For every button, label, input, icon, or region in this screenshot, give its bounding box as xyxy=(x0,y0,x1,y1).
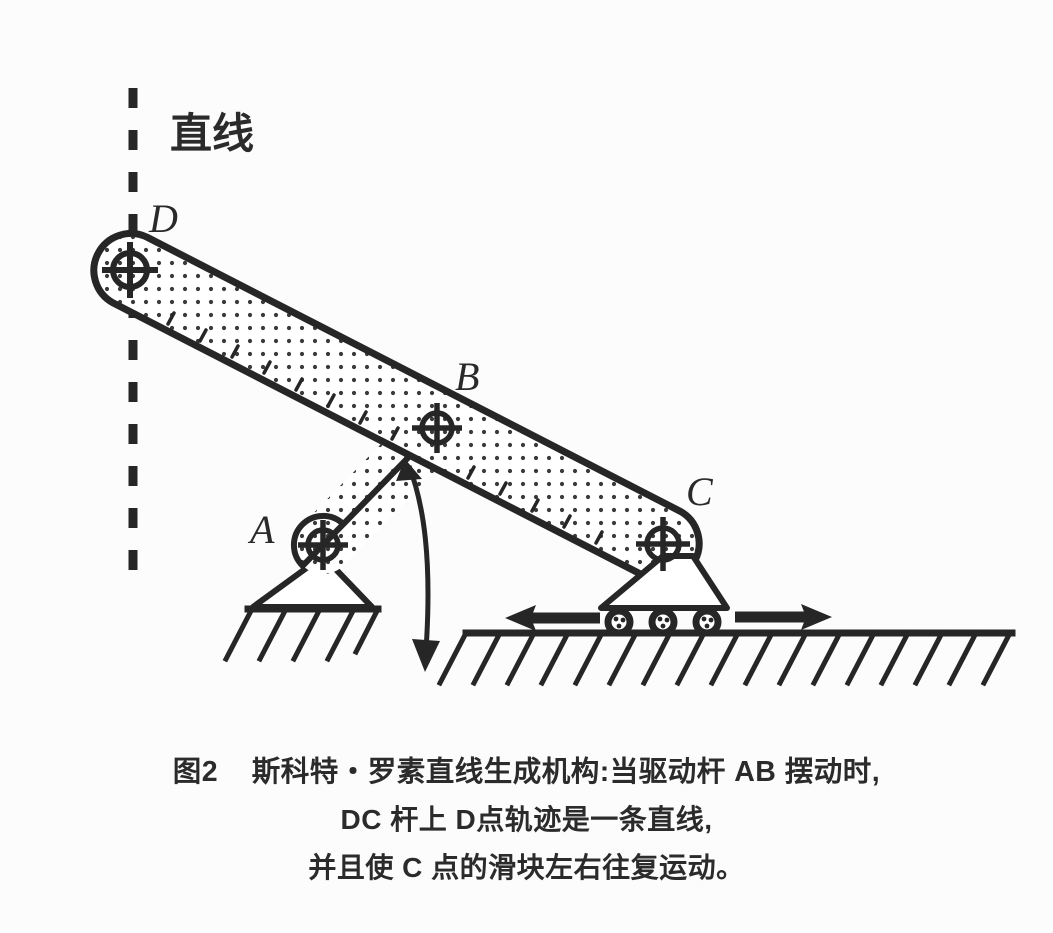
slider-c xyxy=(598,553,730,637)
label-joint-d: D xyxy=(148,196,178,241)
label-straight-line: 直线 xyxy=(170,110,254,157)
joint-marker-c xyxy=(636,517,690,571)
bar-dc xyxy=(90,229,703,585)
joint-marker-a xyxy=(298,520,348,570)
caption-line-2: DC 杆上 D点轨迹是一条直线, xyxy=(340,804,713,835)
roller xyxy=(604,607,634,637)
caption-line-1: 图2 斯科特・罗素直线生成机构:当驱动杆 AB 摆动时, xyxy=(172,756,881,788)
joint-marker-d xyxy=(102,242,158,298)
roller xyxy=(648,607,678,637)
label-joint-c: C xyxy=(686,469,714,514)
swing-arrow xyxy=(396,459,440,672)
arrow-left xyxy=(505,605,600,631)
ground xyxy=(436,629,1016,687)
joint-marker-b xyxy=(412,403,462,453)
figure-caption: 图2 斯科特・罗素直线生成机构:当驱动杆 AB 摆动时, DC 杆上 D点轨迹是… xyxy=(0,748,1053,892)
arrow-right xyxy=(735,604,832,630)
ground-support-a xyxy=(222,553,382,663)
label-joint-a: A xyxy=(247,507,275,552)
roller xyxy=(692,607,722,637)
caption-line-3: 并且使 C 点的滑块左右往复运动。 xyxy=(308,852,745,883)
label-joint-b: B xyxy=(455,354,479,399)
